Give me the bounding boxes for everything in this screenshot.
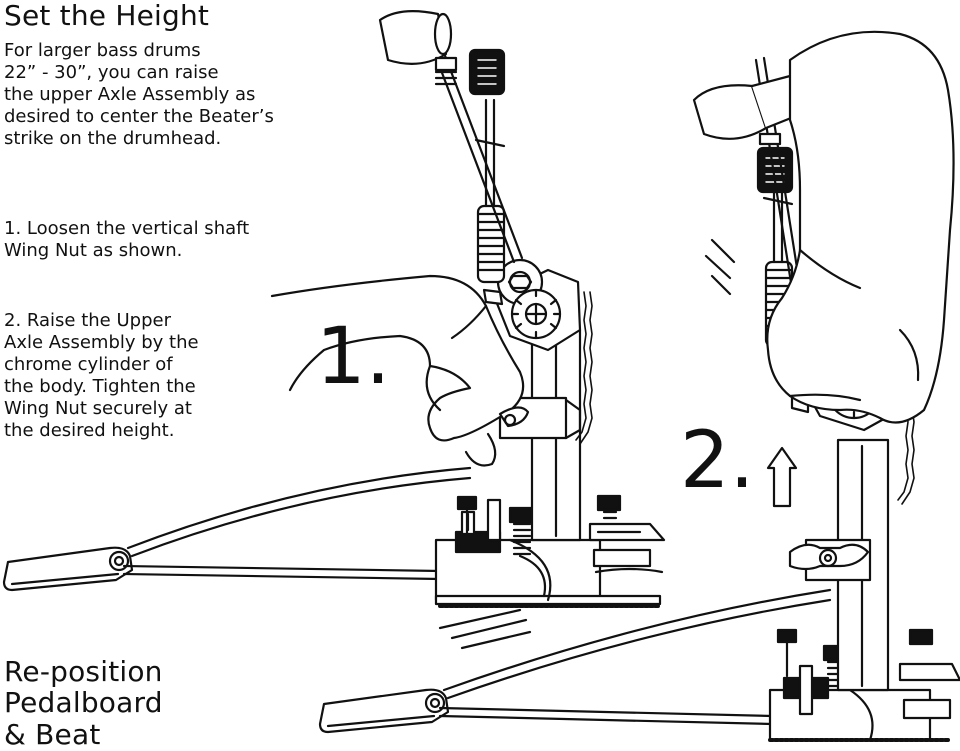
intro-paragraph: For larger bass drums 22” - 30”, you can… [4, 40, 274, 149]
pedal-2-drawing [318, 30, 960, 742]
step-1-label: 1. [316, 312, 391, 402]
section-title-set-height: Set the Height [4, 0, 210, 32]
pedal-1-drawing [2, 9, 666, 608]
step-2-label: 2. [680, 416, 755, 506]
section-title-reposition: Re-position Pedalboard & Beat [4, 655, 163, 751]
step-2-paragraph: 2. Raise the Upper Axle Assembly by the … [4, 310, 199, 441]
step-1-paragraph: 1. Loosen the vertical shaft Wing Nut as… [4, 218, 250, 261]
